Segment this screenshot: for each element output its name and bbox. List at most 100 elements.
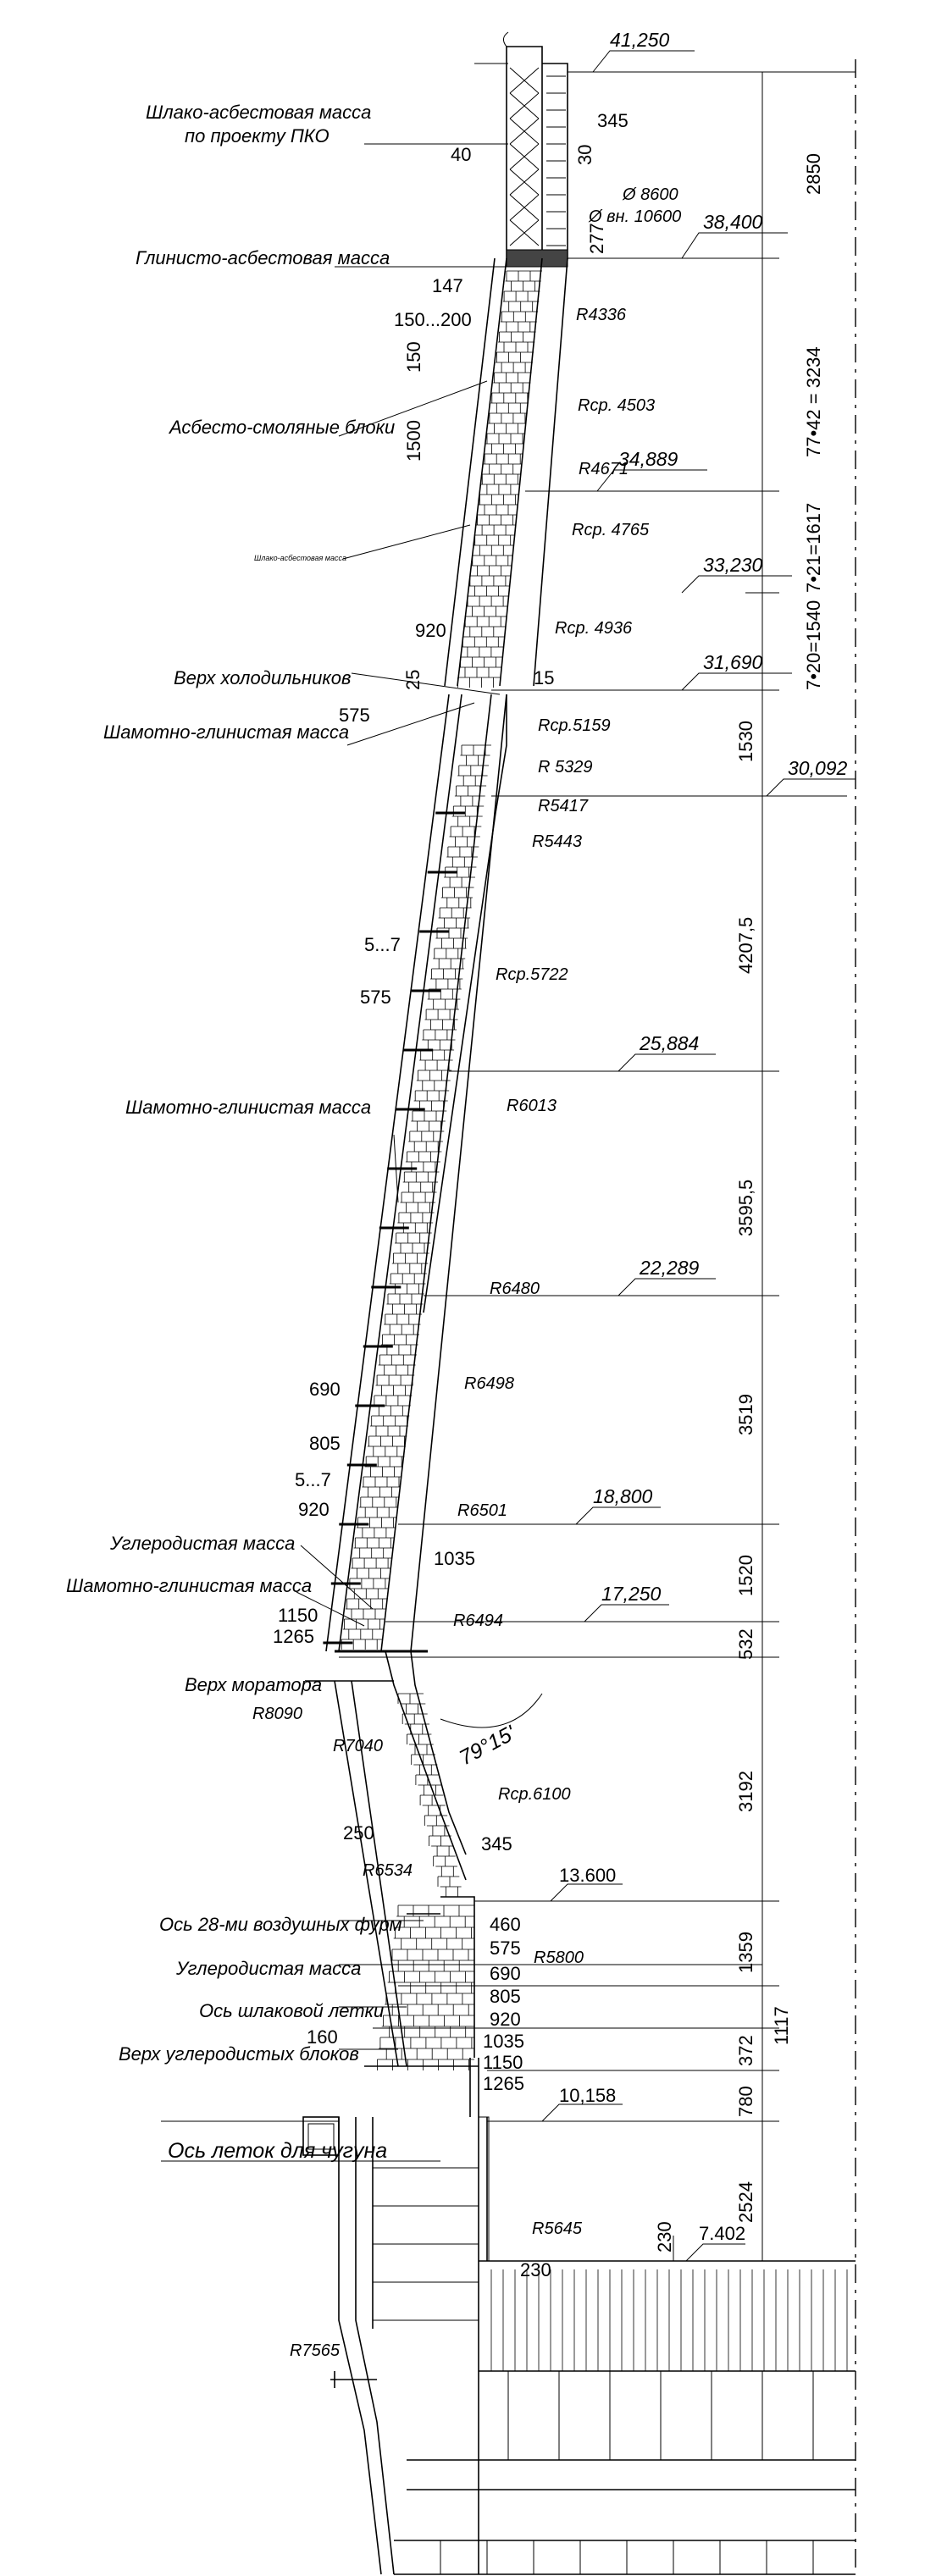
elevation-38400: 38,400 bbox=[703, 211, 763, 233]
dim-805-upper: 805 bbox=[309, 1433, 341, 1454]
diameter-inner-10600: Ø вн. 10600 bbox=[588, 207, 681, 226]
radius-5329: R 5329 bbox=[538, 758, 593, 777]
radius-5443: R5443 bbox=[532, 832, 582, 851]
radius-6494: R6494 bbox=[453, 1611, 503, 1630]
radius-cp-4503: Rср. 4503 bbox=[578, 396, 655, 415]
dim-372: 372 bbox=[735, 2035, 756, 2066]
label-fireclay-2: Шамотно-глинистая масса bbox=[125, 1097, 371, 1118]
dim-532: 532 bbox=[735, 1628, 756, 1660]
dim-2524: 2524 bbox=[735, 2181, 756, 2223]
dim-30: 30 bbox=[574, 145, 595, 165]
dim-1035-hearth: 1035 bbox=[483, 2031, 524, 2052]
radius-6013: R6013 bbox=[507, 1097, 557, 1115]
dim-1530: 1530 bbox=[735, 721, 756, 762]
elevation-lines bbox=[339, 71, 856, 2262]
dim-150-200: 150...200 bbox=[394, 309, 472, 330]
elevation-13600: 13.600 bbox=[559, 1865, 616, 1886]
main-shaft-lining bbox=[323, 694, 507, 1652]
angle-79-15: 79°15' bbox=[456, 1721, 520, 1770]
dim-690-hearth: 690 bbox=[490, 1963, 521, 1984]
dim-1359: 1359 bbox=[735, 1932, 756, 1973]
label-top-coolers: Верх холодильников bbox=[174, 667, 352, 688]
radius-cp-4936: Rср. 4936 bbox=[555, 619, 633, 638]
dim-575-top: 575 bbox=[339, 705, 370, 726]
dim-1540: 7•20=1540 bbox=[803, 600, 824, 690]
radius-6501: R6501 bbox=[457, 1501, 507, 1520]
dim-2850: 2850 bbox=[803, 153, 824, 195]
radius-6498: R6498 bbox=[464, 1374, 514, 1393]
dim-5-7-upper: 5...7 bbox=[364, 934, 401, 955]
elevation-25884: 25,884 bbox=[639, 1032, 699, 1054]
elevation-22289: 22,289 bbox=[639, 1257, 700, 1279]
elevation-31690: 31,690 bbox=[703, 651, 763, 673]
left-dimensions: 345 40 30 277 147 150...200 150 1500 920… bbox=[273, 110, 675, 2280]
label-slag-asbestos-project: по проекту ПКО bbox=[185, 125, 330, 146]
radius-5417: R5417 bbox=[538, 797, 589, 815]
vertical-dimension-line bbox=[745, 71, 779, 2262]
dim-1150-upper: 1150 bbox=[278, 1605, 318, 1626]
dim-690-upper: 690 bbox=[309, 1379, 341, 1400]
bosh-section bbox=[305, 1650, 467, 2067]
dim-3519: 3519 bbox=[735, 1394, 756, 1435]
leader-lines bbox=[161, 143, 508, 2122]
label-fireclay-3: Шамотно-глинистая масса bbox=[66, 1575, 312, 1596]
label-tuyeres-axis: Ось 28-ми воздушных фурм bbox=[159, 1914, 402, 1935]
label-carbon-mass-2: Углеродистая масса bbox=[175, 1958, 361, 1979]
radius-7040: R7040 bbox=[333, 1737, 383, 1755]
diameter-8600: Ø 8600 bbox=[622, 185, 678, 204]
dim-1035-upper: 1035 bbox=[434, 1548, 475, 1569]
radius-5645: R5645 bbox=[532, 2219, 583, 2238]
radius-cp-5159: Rср.5159 bbox=[538, 716, 611, 735]
dim-1520: 1520 bbox=[735, 1555, 756, 1596]
dim-4207: 4207,5 bbox=[735, 917, 756, 974]
dim-575-hearth: 575 bbox=[490, 1938, 521, 1959]
radius-8090: R8090 bbox=[252, 1705, 302, 1723]
dim-147: 147 bbox=[432, 275, 463, 296]
dim-150: 150 bbox=[403, 341, 424, 373]
dim-345: 345 bbox=[597, 110, 629, 131]
label-slag-asbestos-small: Шлако-асбестовая масса bbox=[254, 554, 346, 562]
dim-5-7-lower: 5...7 bbox=[295, 1469, 331, 1490]
dim-1150-hearth: 1150 bbox=[483, 2052, 523, 2073]
elevation-34889: 34,889 bbox=[618, 448, 678, 470]
radius-5800: R5800 bbox=[534, 1949, 584, 1967]
dim-25: 25 bbox=[402, 670, 424, 690]
dim-1265-hearth: 1265 bbox=[483, 2073, 524, 2094]
radius-cp-6100: Rср.6100 bbox=[498, 1785, 571, 1804]
elevation-17250: 17,250 bbox=[601, 1583, 662, 1605]
elevation-18800: 18,800 bbox=[593, 1485, 653, 1507]
radius-6534: R6534 bbox=[363, 1861, 413, 1880]
label-carbon-mass-1: Углеродистая масса bbox=[109, 1533, 295, 1554]
dim-920-upper: 920 bbox=[415, 620, 446, 641]
radius-4671: R4671 bbox=[579, 460, 629, 478]
dim-805-hearth: 805 bbox=[490, 1986, 521, 2007]
right-dimensions: 2850 77•42 = 3234 7•21=1617 7•20=1540 15… bbox=[735, 153, 824, 2223]
radius-4336: R4336 bbox=[576, 306, 627, 324]
dim-920-hearth: 920 bbox=[490, 2009, 521, 2030]
elevation-marks: 41,250 38,400 34,889 33,230 31,690 30,09… bbox=[541, 29, 856, 2262]
label-carbon-blocks-top: Верх углеродистых блоков bbox=[119, 2043, 359, 2065]
dim-345-bosh: 345 bbox=[481, 1833, 512, 1855]
elevation-30092: 30,092 bbox=[788, 757, 848, 779]
radius-labels: Ø 8600 Ø вн. 10600 R4336 Rср. 4503 R4671… bbox=[252, 185, 681, 2360]
dim-780: 780 bbox=[735, 2086, 756, 2117]
dim-277: 277 bbox=[586, 223, 607, 254]
dim-3192: 3192 bbox=[735, 1771, 756, 1812]
elevation-7402: 7.402 bbox=[699, 2223, 745, 2244]
dim-160: 160 bbox=[307, 2026, 338, 2048]
radius-cp-4765: Rср. 4765 bbox=[572, 521, 650, 539]
label-asbestos-resin-blocks: Асбесто-смоляные блоки bbox=[168, 417, 395, 438]
dim-460: 460 bbox=[490, 1914, 521, 1935]
label-slag-notch-axis: Ось шлаковой летки bbox=[199, 2000, 384, 2021]
throat-section bbox=[474, 31, 568, 268]
label-fireclay-1: Шамотно-глинистая масса bbox=[103, 721, 349, 743]
dim-15: 15 bbox=[534, 667, 554, 688]
radius-7565: R7565 bbox=[290, 2341, 341, 2360]
label-iron-notches-axis: Ось леток для чугуна bbox=[168, 2139, 387, 2163]
dim-1500: 1500 bbox=[403, 420, 424, 462]
elevation-33230: 33,230 bbox=[703, 554, 763, 576]
dim-40: 40 bbox=[451, 144, 471, 165]
dim-575-mid: 575 bbox=[360, 987, 391, 1008]
label-slag-asbestos: Шлако-асбестовая масса bbox=[146, 102, 371, 123]
